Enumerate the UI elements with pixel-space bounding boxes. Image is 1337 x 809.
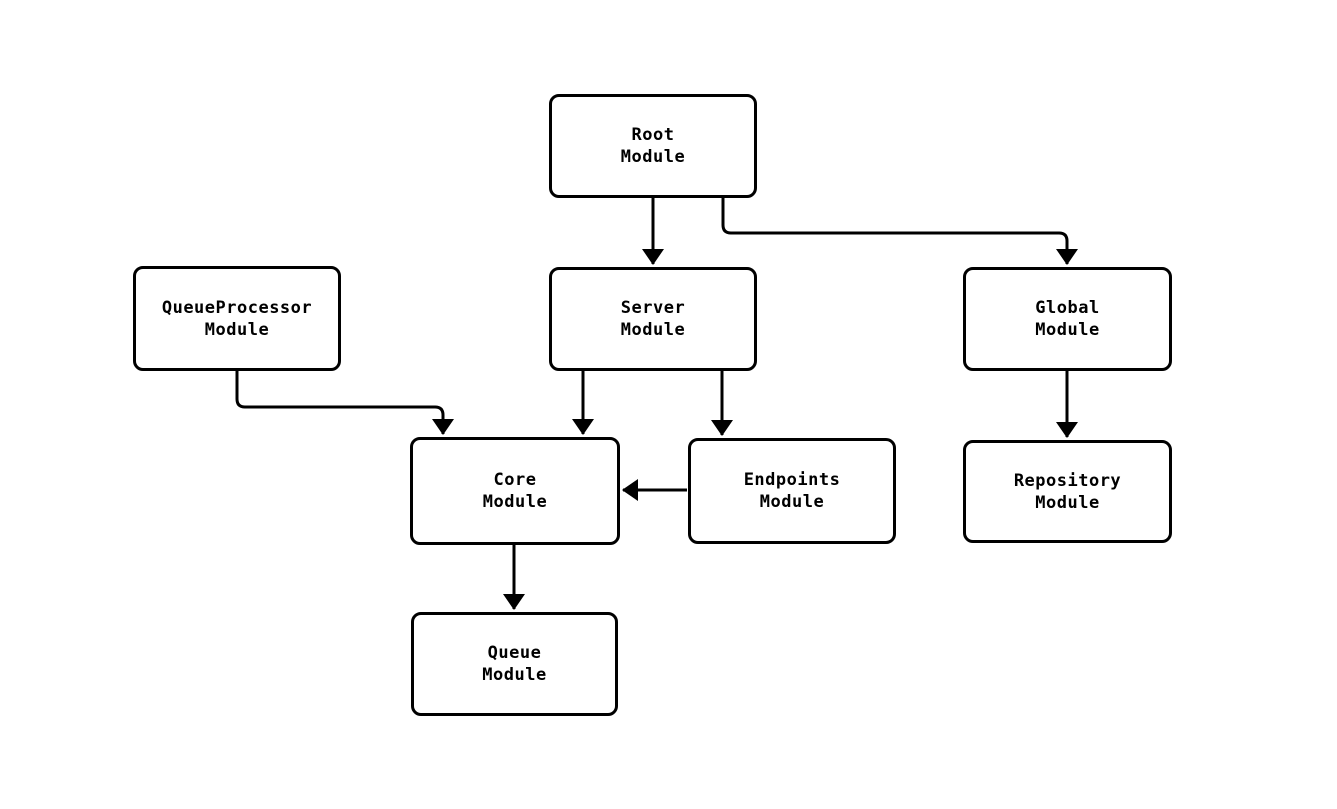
edge-queueprocessor-to-core — [235, 371, 454, 435]
node-server-module-label: Server Module — [620, 298, 686, 340]
node-repository-module: Repository Module — [963, 440, 1172, 543]
node-root-module: Root Module — [549, 94, 757, 198]
node-global-module-label: Global Module — [1035, 298, 1100, 340]
node-queueprocessor-module-label: QueueProcessor Module — [161, 297, 313, 340]
node-queue-module: Queue Module — [411, 612, 618, 716]
node-queue-module-label: Queue Module — [482, 643, 547, 685]
node-root-module-label: Root Module — [620, 125, 686, 167]
node-queueprocessor-module: QueueProcessor Module — [133, 266, 341, 371]
edge-root-to-global — [721, 198, 1078, 265]
node-endpoints-module-label: Endpoints Module — [743, 470, 841, 512]
node-global-module: Global Module — [963, 267, 1172, 371]
node-core-module-label: Core Module — [482, 470, 548, 512]
node-core-module: Core Module — [410, 437, 620, 545]
node-endpoints-module: Endpoints Module — [688, 438, 896, 544]
node-repository-module-label: Repository Module — [1013, 470, 1122, 513]
node-server-module: Server Module — [549, 267, 757, 371]
